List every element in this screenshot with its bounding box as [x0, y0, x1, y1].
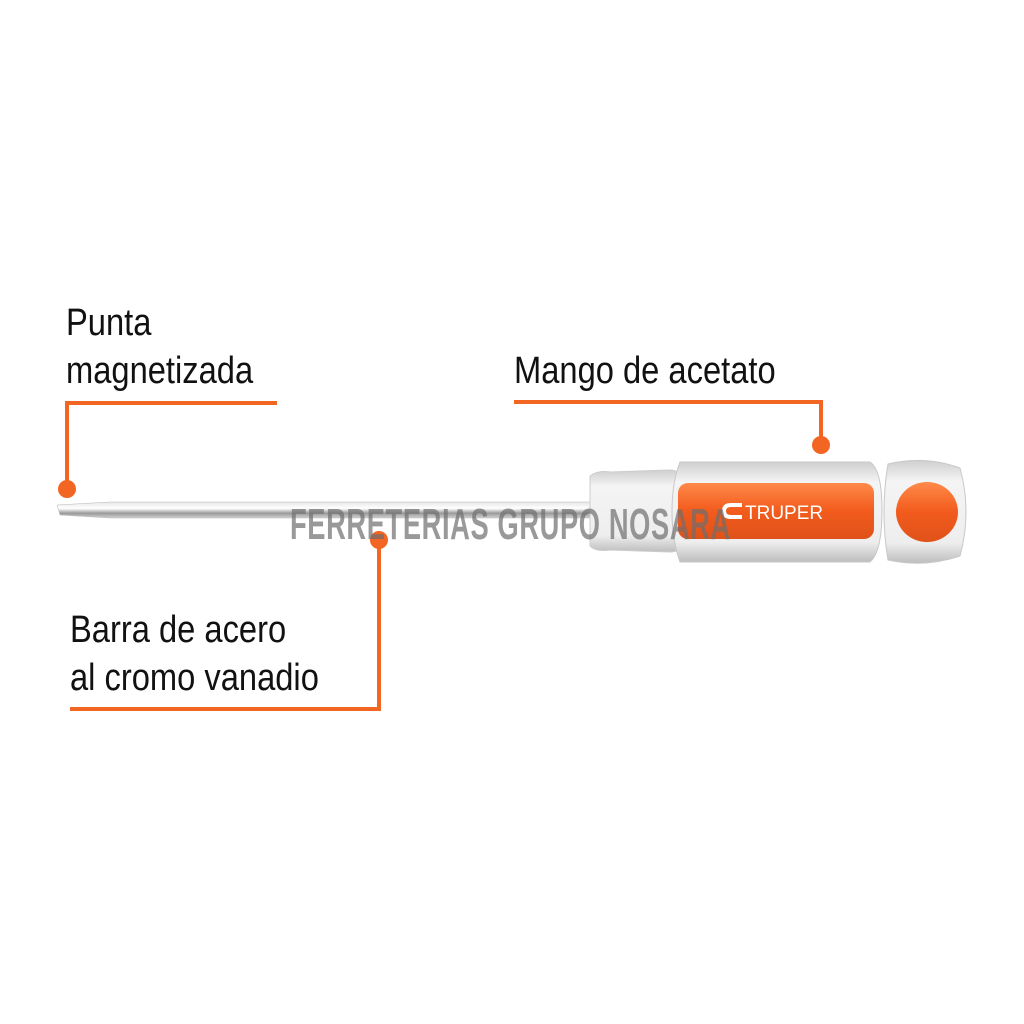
handle-callout-line-vertical: [819, 400, 823, 444]
shaft-callout-dot: [370, 531, 388, 549]
tip-label-line1: Punta: [66, 302, 152, 344]
shaft-label-line1: Barra de acero: [70, 609, 287, 651]
tip-callout-dot: [58, 480, 76, 498]
handle-label: Mango de acetato: [514, 350, 776, 392]
shaft-callout-line-vertical: [377, 540, 381, 711]
tip-label-line2: magnetizada: [66, 350, 254, 392]
shaft-callout-line: [70, 707, 381, 711]
handle-callout-dot: [812, 436, 830, 454]
handle-orange-band: [678, 483, 874, 539]
watermark: FERRETERIAS GRUPO NOSARA: [290, 500, 731, 549]
end-cap-orange-dot: [896, 482, 958, 542]
tip-callout-line: [66, 401, 277, 405]
truper-logo-icon: [722, 503, 742, 519]
tip-callout-line-vertical: [65, 401, 69, 487]
brand-logo: TRUPER: [745, 503, 823, 524]
handle-callout-line: [514, 400, 823, 404]
shaft-label-line2: al cromo vanadio: [70, 657, 319, 699]
